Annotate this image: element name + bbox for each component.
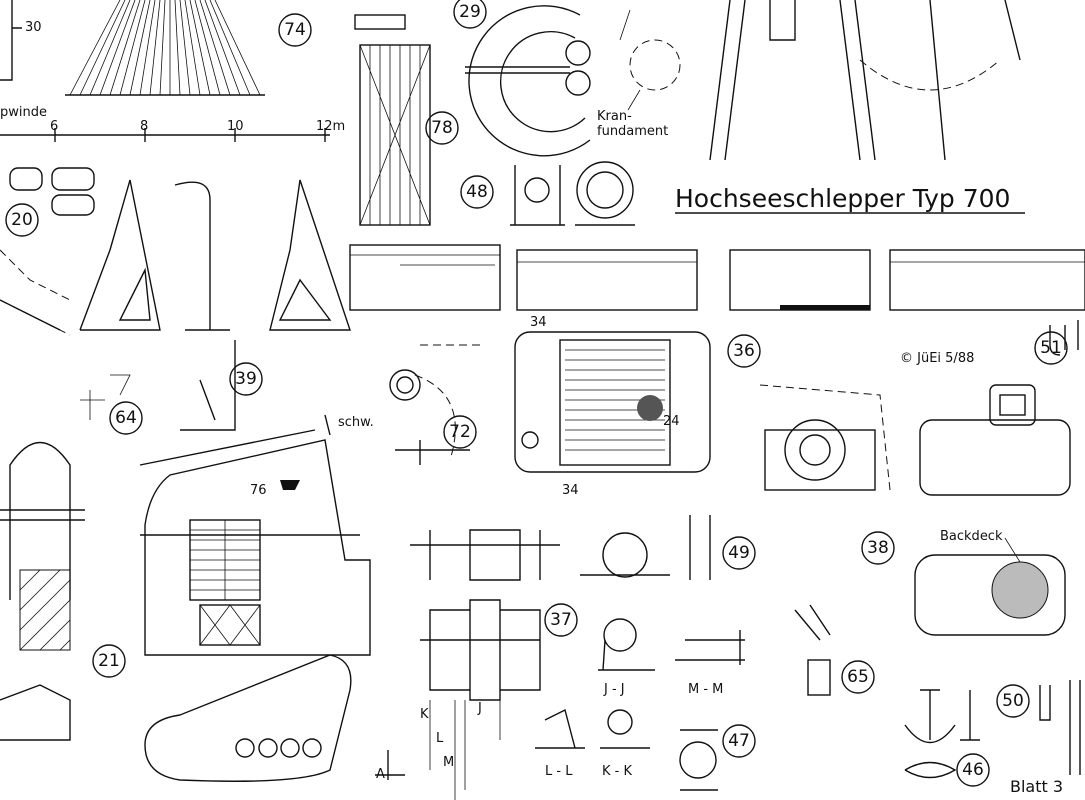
svg-text:46: 46 [962,760,984,780]
callout-20: 20 [5,203,39,237]
part-76-label: 76 [250,483,267,498]
cable-reel-drawing [510,161,635,226]
callout-46: 46 [956,753,990,787]
dim-24: 24 [663,414,680,429]
callout-36: 36 [727,334,761,368]
k-label: K [420,707,429,722]
a-label: A [376,767,385,782]
crane-foundation-label: Kran- [597,109,632,124]
section-ll: L - L [545,764,573,779]
scale-tick: 6 [50,119,58,134]
svg-text:39: 39 [235,369,257,389]
backdeck-machinery-drawing [914,537,1066,636]
callout-39: 39 [229,362,263,396]
crane-foundation-label: fundament [597,124,668,139]
crane-davit-drawing [0,167,351,431]
mast-drawing [709,0,1021,161]
callout-72: 72 [443,415,477,449]
svg-text:51: 51 [1040,338,1062,358]
svg-text:50: 50 [1002,691,1024,711]
dim-34-top: 34 [530,315,547,330]
svg-text:47: 47 [728,731,750,751]
svg-text:38: 38 [867,538,889,558]
anchor-drawing [794,604,1081,779]
m-label: M [443,755,454,770]
svg-text:20: 20 [11,210,33,230]
callout-48: 48 [460,175,494,209]
grating-drawing [354,14,431,226]
section-mm: M - M [688,682,723,697]
svg-text:29: 29 [459,2,481,22]
callout-21: 21 [92,644,126,678]
skylight-plan-drawing [0,654,352,782]
svg-text:48: 48 [466,182,488,202]
callout-37: 37 [544,603,578,637]
copyright: © JüEi 5/88 [900,351,974,366]
callout-64: 64 [109,401,143,435]
callout-74: 74 [278,13,312,47]
scale-bar [0,128,330,142]
svg-text:21: 21 [98,651,120,671]
backdeck-label: Backdeck [940,529,1003,544]
callout-78: 78 [425,111,459,145]
section-kk: K - K [602,764,632,779]
svg-text:74: 74 [284,20,306,40]
deck-planking-drawing [0,0,265,96]
engine-drawings [759,320,1079,496]
crane-foundation-drawing [465,5,681,157]
svg-text:37: 37 [550,610,572,630]
scale-tick: 12m [316,119,345,134]
callout-29: 29 [453,0,487,29]
windlass-drawing [375,515,745,800]
callout-50: 50 [996,684,1030,718]
svg-text:72: 72 [449,422,471,442]
svg-text:49: 49 [728,543,750,563]
deckhouse-elevations [349,244,1085,311]
callout-49: 49 [722,536,756,570]
scale-tick: 8 [140,119,148,134]
schw-label: schw. [338,415,374,430]
drawing-title: Hochseeschlepper Typ 700 [675,184,1010,213]
svg-text:65: 65 [847,667,869,687]
winch-label: pwinde [0,105,47,120]
dim-30: 30 [25,20,42,35]
section-jj: J - J [603,682,625,697]
callout-51: 51 [1034,331,1068,365]
scale-tick: 10 [227,119,244,134]
callout-65: 65 [841,660,875,694]
deckhouse-drawing [139,414,371,656]
callout-38: 38 [861,531,895,565]
svg-text:78: 78 [431,118,453,138]
hatch-cover-drawing [514,331,711,473]
fairlead-drawing [389,344,480,465]
funnel-drawing [0,441,85,651]
callout-47: 47 [722,724,756,758]
l-label: L [436,731,444,746]
dim-34-bottom: 34 [562,483,579,498]
sheet-number: Blatt 3 [1010,777,1063,796]
svg-text:36: 36 [733,341,755,361]
svg-text:64: 64 [115,408,137,428]
j-label: J [477,701,482,716]
